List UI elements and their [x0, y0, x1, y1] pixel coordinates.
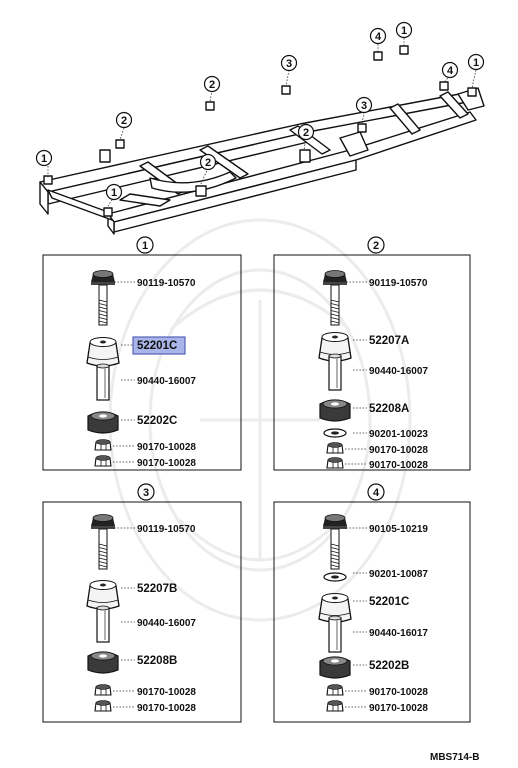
part-nut-icon	[94, 684, 112, 696]
part-label-bolt[interactable]: 90105-10219	[369, 524, 428, 535]
diagram-ref-code: MBS714-B	[430, 752, 479, 763]
frame-callout-10: 4	[441, 61, 459, 79]
frame-callout-9-number: 4	[375, 31, 382, 43]
part-label-sleeve[interactable]: 90440-16007	[137, 618, 196, 629]
frame-callout-5: 2	[203, 75, 221, 93]
part-label-nut[interactable]: 90170-10028	[369, 460, 428, 471]
part-nut-icon	[94, 455, 112, 467]
part-label-upper-cushion[interactable]: 52201C	[137, 340, 177, 352]
frame-callout-2: 1	[105, 183, 123, 201]
part-label-nut[interactable]: 90170-10028	[137, 687, 196, 698]
frame-drawing	[39, 38, 485, 235]
part-label-nut[interactable]: 90170-10028	[137, 442, 196, 453]
part-label-lower-cushion[interactable]: 52208B	[137, 655, 177, 667]
panel-border	[273, 254, 471, 471]
panel-border	[42, 254, 242, 471]
panel-border	[273, 501, 471, 723]
part-lower-cushion-icon	[87, 651, 119, 674]
part-upper-cushion-icon	[86, 337, 120, 367]
part-bolt-icon	[91, 514, 115, 570]
part-label-lower-cushion[interactable]: 52202C	[137, 415, 177, 427]
panel-border	[42, 501, 242, 723]
part-bolt-icon	[323, 514, 347, 570]
mount-panel-1: 1 90119-10570 52201C 90440-16007 52202C 90170…	[42, 236, 242, 471]
part-sleeve-icon	[328, 615, 342, 653]
part-lower-cushion-icon	[87, 411, 119, 434]
part-lower-cushion-icon	[319, 399, 351, 422]
frame-callout-2-number: 1	[111, 187, 117, 199]
frame-callout-4: 2	[199, 153, 217, 171]
panel-number-4-number: 4	[373, 487, 380, 499]
part-label-nut[interactable]: 90170-10028	[369, 445, 428, 456]
part-label-nut[interactable]: 90170-10028	[137, 703, 196, 714]
frame-callout-1: 1	[35, 149, 53, 167]
part-nut-icon	[326, 442, 344, 454]
part-lower-cushion-icon	[319, 656, 351, 679]
mount-panels: 1 90119-10570 52201C 90440-16007 52202C 90170…	[42, 236, 471, 723]
part-label-upper-cushion[interactable]: 52207B	[137, 583, 177, 595]
part-washer-icon	[323, 572, 347, 582]
part-nut-icon	[94, 700, 112, 712]
mount-panel-4: 4 90105-10219 90201-10087 52201C 90440-16017…	[273, 483, 471, 723]
part-label-sleeve[interactable]: 90440-16007	[369, 366, 428, 377]
mount-panel-2: 2 90119-10570 52207A 90440-16007 52208A 90201…	[273, 236, 471, 471]
part-nut-icon	[326, 700, 344, 712]
panel-number-4: 4	[367, 483, 385, 501]
highlight-box	[132, 336, 186, 355]
mount-panel-3: 3 90119-10570 52207B 90440-16007 52208B 90170…	[42, 483, 242, 723]
panel-number-1-number: 1	[142, 240, 148, 252]
part-sleeve-icon	[96, 363, 110, 401]
panel-number-1: 1	[136, 236, 154, 254]
frame-callout-10-number: 4	[447, 65, 454, 77]
part-label-bolt[interactable]: 90119-10570	[137, 278, 196, 289]
frame-callout-3: 2	[115, 111, 133, 129]
frame-callout-4-number: 2	[205, 157, 211, 169]
part-bolt-icon	[323, 270, 347, 326]
part-label-sleeve[interactable]: 90440-16017	[369, 628, 428, 639]
frame-callout-6-number: 2	[303, 127, 309, 139]
panel-number-3-number: 3	[143, 487, 149, 499]
part-label-washer[interactable]: 90201-10087	[369, 569, 428, 580]
part-sleeve-icon	[96, 605, 110, 643]
part-label-lower-cushion[interactable]: 52202B	[369, 660, 409, 672]
panel-number-2: 2	[367, 236, 385, 254]
part-label-upper-cushion[interactable]: 52207A	[369, 335, 409, 347]
part-label-bolt[interactable]: 90119-10570	[369, 278, 428, 289]
frame-callout-5-number: 2	[209, 79, 215, 91]
frame-callout-8-number: 3	[361, 100, 367, 112]
part-label-nut[interactable]: 90170-10028	[369, 687, 428, 698]
part-label-lower-cushion[interactable]: 52208A	[369, 403, 409, 415]
frame-callout-1-number: 1	[41, 153, 47, 165]
frame-callout-3-number: 2	[121, 115, 127, 127]
frame-callout-11-number: 1	[401, 25, 407, 37]
part-upper-cushion-icon	[86, 580, 120, 610]
part-label-washer[interactable]: 90201-10023	[369, 429, 428, 440]
part-upper-cushion-icon	[318, 332, 352, 362]
frame-callout-11: 1	[395, 21, 413, 39]
panel-number-3: 3	[137, 483, 155, 501]
frame-callout-7: 3	[280, 54, 298, 72]
part-nut-icon	[94, 439, 112, 451]
part-nut-icon	[326, 684, 344, 696]
frame-callout-9: 4	[369, 27, 387, 45]
part-label-nut[interactable]: 90170-10028	[369, 703, 428, 714]
frame-callout-12: 1	[467, 53, 485, 71]
frame-callout-6: 2	[297, 123, 315, 141]
frame-callout-8: 3	[355, 96, 373, 114]
part-label-bolt[interactable]: 90119-10570	[137, 524, 196, 535]
part-label-sleeve[interactable]: 90440-16007	[137, 376, 196, 387]
panel-number-2-number: 2	[373, 240, 379, 252]
part-nut-icon	[326, 457, 344, 469]
frame-callout-7-number: 3	[286, 58, 292, 70]
part-sleeve-icon	[328, 353, 342, 391]
frame-callout-12-number: 1	[473, 57, 479, 69]
part-label-upper-cushion[interactable]: 52201C	[369, 596, 409, 608]
frame-callouts: 1 1 2 2 2 2 3 3 4 4 1 1	[35, 21, 485, 201]
part-bolt-icon	[91, 270, 115, 326]
part-washer-icon	[323, 428, 347, 438]
part-label-nut[interactable]: 90170-10028	[137, 458, 196, 469]
